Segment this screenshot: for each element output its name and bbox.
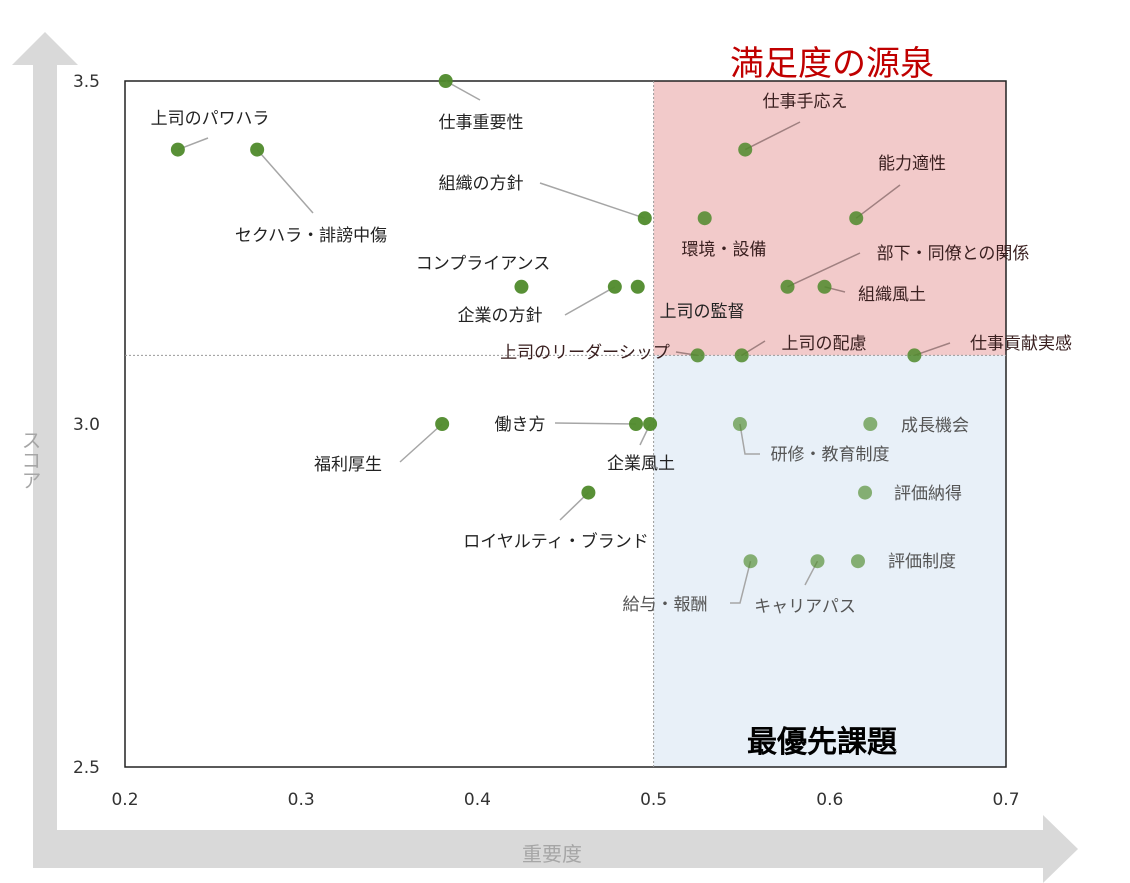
zone-title-top-priority: 最優先課題: [747, 725, 897, 760]
leader-line: [730, 561, 752, 604]
data-point: [743, 554, 758, 569]
point-label: 働き方: [495, 415, 546, 435]
x-tick-label: 0.4: [464, 790, 491, 810]
point-label: 組織の方針: [439, 174, 524, 194]
data-point: [863, 417, 878, 431]
x-tick-label: 0.7: [992, 790, 1019, 810]
leader-line: [399, 423, 443, 463]
point-label: 仕事貢献実感: [970, 334, 1072, 354]
y-tick-label: 3.5: [73, 72, 100, 92]
x-tick-label: 0.6: [816, 790, 843, 810]
y-tick-label: 3.0: [73, 415, 100, 435]
point-label: 評価納得: [894, 484, 962, 504]
data-point: [170, 142, 185, 157]
point-label: ロイヤルティ・ブランド: [463, 531, 648, 552]
zone-1: [653, 355, 1006, 767]
y-axis-arrow: [12, 32, 78, 830]
x-axis-arrow: [33, 815, 1078, 883]
data-point: [907, 348, 922, 363]
point-label: 環境・設備: [682, 240, 767, 260]
plot-area: [124, 80, 1007, 768]
data-point: [250, 142, 265, 157]
point-label: 仕事手応え: [763, 92, 848, 112]
data-point: [607, 279, 622, 294]
point-label: 成長機会: [901, 416, 969, 436]
point-label: 研修・教育制度: [771, 445, 890, 465]
data-point: [780, 279, 795, 294]
point-label: 上司の配慮: [782, 334, 867, 354]
point-label: コンプライアンス: [416, 254, 550, 274]
data-point: [637, 211, 652, 226]
zone-title-source-of-satisfaction: 満足度の源泉: [730, 44, 934, 84]
leader-line: [787, 252, 861, 288]
x-axis-title: 重要度: [522, 842, 582, 866]
point-label: セクハラ・誹謗中傷: [235, 226, 387, 246]
data-point: [734, 348, 749, 363]
data-point: [643, 417, 658, 431]
x-tick-label: 0.3: [288, 790, 315, 810]
point-label: キャリアパス: [754, 597, 856, 617]
point-label: 上司のリーダーシップ: [500, 343, 670, 363]
zone-0: [653, 81, 1006, 356]
data-point: [732, 417, 747, 431]
data-point: [858, 485, 873, 500]
point-label: 上司の監督: [660, 302, 745, 322]
leader-line: [855, 184, 901, 219]
leader-line: [554, 422, 636, 425]
point-label: 企業風土: [607, 454, 675, 474]
data-point: [435, 417, 450, 431]
point-label: 評価制度: [888, 552, 956, 572]
y-axis-title: スコア: [18, 430, 42, 490]
leader-line: [256, 149, 314, 214]
point-label: 給与・報酬: [623, 595, 708, 615]
data-point: [810, 554, 825, 569]
point-label: 上司のパワハラ: [151, 109, 270, 129]
leader-line: [564, 286, 616, 316]
data-point: [738, 142, 753, 157]
data-point: [630, 279, 645, 294]
leader-line: [744, 121, 801, 151]
data-point: [849, 211, 864, 226]
point-label: 仕事重要性: [439, 113, 524, 133]
data-point: [697, 211, 712, 226]
y-tick-label: 2.5: [73, 758, 100, 778]
point-label: 能力適性: [878, 154, 946, 174]
data-point: [514, 279, 529, 294]
x-tick-label: 0.5: [640, 790, 667, 810]
x-tick-label: 0.2: [111, 790, 138, 810]
leader-line: [539, 182, 646, 219]
data-point: [628, 417, 643, 431]
data-point: [581, 485, 596, 500]
leader-line: [739, 423, 760, 455]
point-label: 企業の方針: [458, 306, 543, 326]
data-point: [690, 348, 705, 363]
data-point: [817, 279, 832, 294]
point-label: 組織風土: [858, 285, 926, 305]
point-label: 部下・同僚との関係: [877, 244, 1030, 264]
data-point: [850, 554, 865, 569]
data-point: [438, 74, 453, 88]
point-label: 福利厚生: [314, 455, 382, 475]
